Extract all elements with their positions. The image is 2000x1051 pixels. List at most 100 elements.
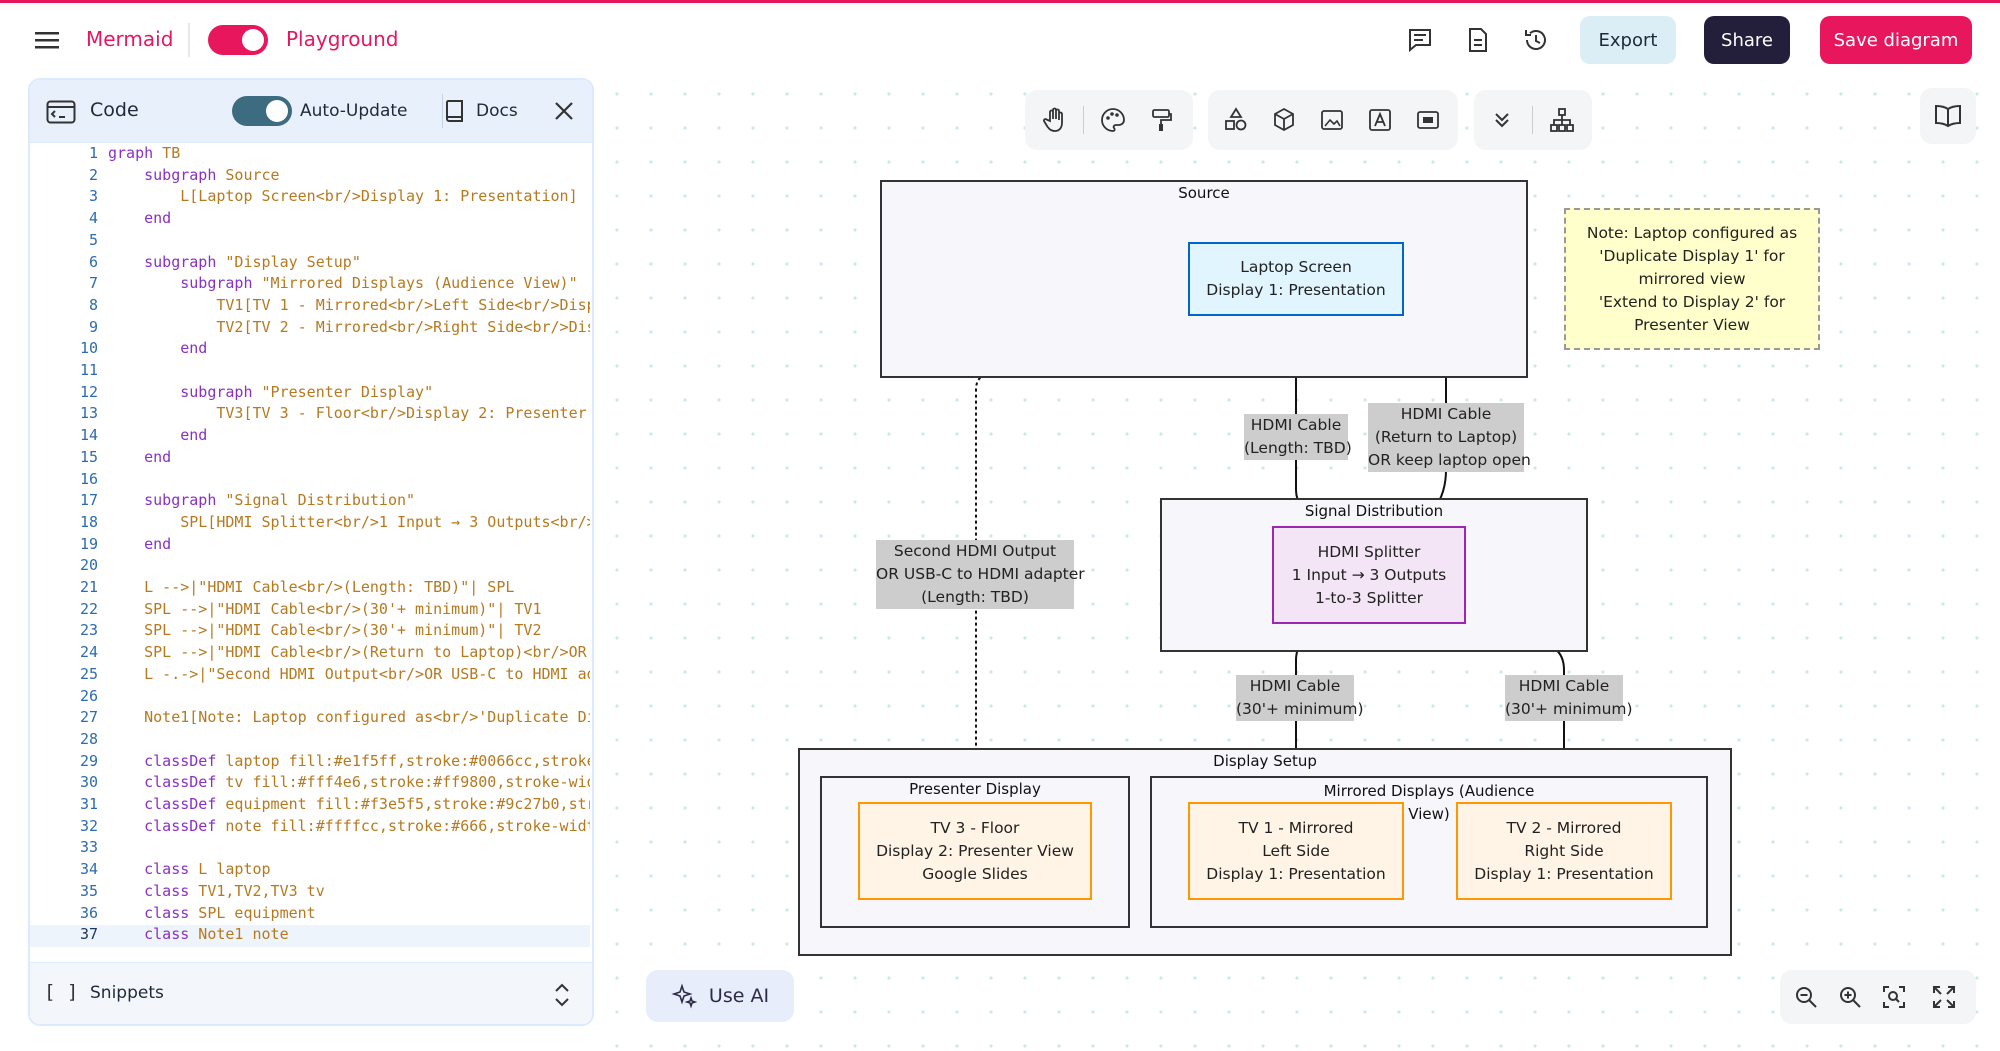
line-number: 21 xyxy=(30,578,98,596)
code-editor[interactable]: 1graph TB2 subgraph Source3 L[Laptop Scr… xyxy=(30,144,592,944)
edge-label-return: HDMI Cable (Return to Laptop) OR keep la… xyxy=(1368,403,1524,472)
node-tv3[interactable]: TV 3 - Floor Display 2: Presenter View G… xyxy=(858,802,1092,900)
code-line[interactable]: 33 xyxy=(30,838,590,860)
zoom-out-icon[interactable] xyxy=(1786,977,1826,1017)
code-line[interactable]: 21 L -->|"HDMI Cable<br/>(Length: TBD)"|… xyxy=(30,578,590,600)
code-line[interactable]: 32 classDef note fill:#ffffcc,stroke:#66… xyxy=(30,817,590,839)
line-text: class L laptop xyxy=(108,860,271,878)
line-number: 2 xyxy=(30,166,98,184)
line-number: 12 xyxy=(30,383,98,401)
line-number: 23 xyxy=(30,621,98,639)
auto-update-toggle[interactable] xyxy=(232,96,292,126)
line-text: graph TB xyxy=(108,144,180,162)
code-line[interactable]: 8 TV1[TV 1 - Mirrored<br/>Left Side<br/>… xyxy=(30,296,590,318)
line-text: SPL -->|"HDMI Cable<br/>(30'+ minimum)"|… xyxy=(108,621,541,639)
line-text: Note1[Note: Laptop configured as<br/>'Du… xyxy=(108,708,590,726)
code-line[interactable]: 2 subgraph Source xyxy=(30,166,590,188)
line-number: 10 xyxy=(30,339,98,357)
code-line[interactable]: 4 end xyxy=(30,209,590,231)
line-number: 9 xyxy=(30,318,98,336)
line-number: 31 xyxy=(30,795,98,813)
code-line[interactable]: 18 SPL[HDMI Splitter<br/>1 Input → 3 Out… xyxy=(30,513,590,535)
code-line[interactable]: 11 xyxy=(30,361,590,383)
code-line[interactable]: 29 classDef laptop fill:#e1f5ff,stroke:#… xyxy=(30,752,590,774)
line-text: class TV1,TV2,TV3 tv xyxy=(108,882,325,900)
line-text: end xyxy=(108,448,171,466)
code-line[interactable]: 10 end xyxy=(30,339,590,361)
line-number: 16 xyxy=(30,470,98,488)
code-line[interactable]: 30 classDef tv fill:#fff4e6,stroke:#ff98… xyxy=(30,773,590,795)
subgraph-label: Source xyxy=(882,184,1526,202)
code-line[interactable]: 24 SPL -->|"HDMI Cable<br/>(Return to La… xyxy=(30,643,590,665)
code-line[interactable]: 16 xyxy=(30,470,590,492)
line-number: 32 xyxy=(30,817,98,835)
line-number: 27 xyxy=(30,708,98,726)
line-number: 5 xyxy=(30,231,98,249)
line-text: SPL -->|"HDMI Cable<br/>(30'+ minimum)"|… xyxy=(108,600,541,618)
line-text: TV1[TV 1 - Mirrored<br/>Left Side<br/>Di… xyxy=(108,296,590,314)
line-number: 8 xyxy=(30,296,98,314)
code-line[interactable]: 20 xyxy=(30,556,590,578)
code-line[interactable]: 23 SPL -->|"HDMI Cable<br/>(30'+ minimum… xyxy=(30,621,590,643)
snippets-icon: [ ] xyxy=(44,981,78,1003)
code-line[interactable]: 31 classDef equipment fill:#f3e5f5,strok… xyxy=(30,795,590,817)
edge-label-splitter-tv1: HDMI Cable (30'+ minimum) xyxy=(1236,675,1354,721)
code-line[interactable]: 13 TV3[TV 3 - Floor<br/>Display 2: Prese… xyxy=(30,404,590,426)
line-text: subgraph Source xyxy=(108,166,280,184)
code-line[interactable]: 7 subgraph "Mirrored Displays (Audience … xyxy=(30,274,590,296)
code-line[interactable]: 25 L -.->|"Second HDMI Output<br/>OR USB… xyxy=(30,665,590,687)
zoom-fit-icon[interactable] xyxy=(1874,977,1914,1017)
code-line[interactable]: 22 SPL -->|"HDMI Cable<br/>(30'+ minimum… xyxy=(30,600,590,622)
node-hdmi-splitter[interactable]: HDMI Splitter 1 Input → 3 Outputs 1-to-3… xyxy=(1272,526,1466,624)
line-number: 26 xyxy=(30,687,98,705)
line-number: 36 xyxy=(30,904,98,922)
docs-book-icon[interactable] xyxy=(442,98,468,128)
code-line[interactable]: 14 end xyxy=(30,426,590,448)
code-line[interactable]: 36 class SPL equipment xyxy=(30,904,590,926)
subgraph-label: Presenter Display xyxy=(822,780,1128,798)
line-text: subgraph "Display Setup" xyxy=(108,253,361,271)
line-number: 22 xyxy=(30,600,98,618)
docs-link[interactable]: Docs xyxy=(476,101,518,121)
use-ai-button[interactable]: Use AI xyxy=(646,970,794,1022)
code-line[interactable]: 34 class L laptop xyxy=(30,860,590,882)
node-tv1[interactable]: TV 1 - Mirrored Left Side Display 1: Pre… xyxy=(1188,802,1404,900)
code-line[interactable]: 17 subgraph "Signal Distribution" xyxy=(30,491,590,513)
line-number: 25 xyxy=(30,665,98,683)
line-number: 24 xyxy=(30,643,98,661)
node-note[interactable]: Note: Laptop configured as 'Duplicate Di… xyxy=(1564,208,1820,350)
zoom-controls xyxy=(1780,970,1976,1024)
code-line[interactable]: 3 L[Laptop Screen<br/>Display 1: Present… xyxy=(30,187,590,209)
line-number: 6 xyxy=(30,253,98,271)
code-line[interactable]: 26 xyxy=(30,687,590,709)
code-line[interactable]: 1graph TB xyxy=(30,144,590,166)
code-line[interactable]: 35 class TV1,TV2,TV3 tv xyxy=(30,882,590,904)
code-line[interactable]: 15 end xyxy=(30,448,590,470)
line-text: SPL -->|"HDMI Cable<br/>(Return to Lapto… xyxy=(108,643,590,661)
line-number: 20 xyxy=(30,556,98,574)
code-line[interactable]: 27 Note1[Note: Laptop configured as<br/>… xyxy=(30,708,590,730)
line-number: 18 xyxy=(30,513,98,531)
node-tv2[interactable]: TV 2 - Mirrored Right Side Display 1: Pr… xyxy=(1456,802,1672,900)
code-line[interactable]: 28 xyxy=(30,730,590,752)
zoom-in-icon[interactable] xyxy=(1830,977,1870,1017)
code-line[interactable]: 19 end xyxy=(30,535,590,557)
code-line[interactable]: 12 subgraph "Presenter Display" xyxy=(30,383,590,405)
auto-update-label: Auto-Update xyxy=(300,101,408,121)
code-line[interactable]: 5 xyxy=(30,231,590,253)
fullscreen-icon[interactable] xyxy=(1924,977,1964,1017)
line-number: 28 xyxy=(30,730,98,748)
node-laptop-screen[interactable]: Laptop Screen Display 1: Presentation xyxy=(1188,242,1404,316)
line-number: 34 xyxy=(30,860,98,878)
code-line[interactable]: 6 subgraph "Display Setup" xyxy=(30,253,590,275)
subgraph-label: Display Setup xyxy=(800,752,1730,770)
snippets-bar[interactable]: [ ] Snippets xyxy=(30,962,592,1025)
line-number: 33 xyxy=(30,838,98,856)
code-line[interactable]: 37 class Note1 note xyxy=(30,925,590,947)
chevron-up-down-icon[interactable] xyxy=(552,981,572,1013)
code-panel: Code Auto-Update Docs 1graph TB2 subgrap… xyxy=(28,78,594,1026)
code-line[interactable]: 9 TV2[TV 2 - Mirrored<br/>Right Side<br/… xyxy=(30,318,590,340)
line-text: subgraph "Presenter Display" xyxy=(108,383,433,401)
line-text: end xyxy=(108,535,171,553)
close-icon[interactable] xyxy=(552,99,576,127)
